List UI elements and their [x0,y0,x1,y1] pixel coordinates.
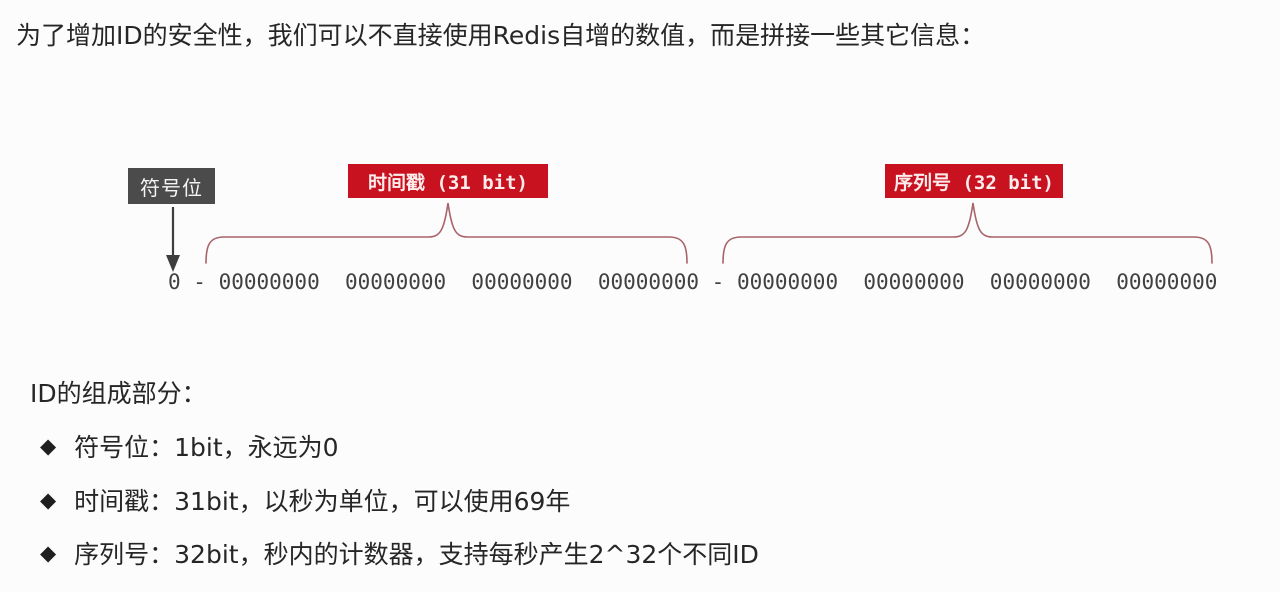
sequence-brace [722,202,1213,264]
down-arrow-icon [166,207,180,272]
intro-text: 为了增加ID的安全性，我们可以不直接使用Redis自增的数值，而是拼接一些其它信… [16,21,986,50]
composition-title: ID的组成部分： [30,379,207,408]
bullet-text: 符号位：1bit，永远为0 [74,433,339,462]
sign-bit-label: 符号位 [128,168,215,204]
list-item-timestamp: ◆ 时间戳：31bit，以秒为单位，可以使用69年 [40,483,570,517]
bullet-text: 序列号：32bit，秒内的计数器，支持每秒产生2^32个不同ID [74,540,759,569]
bullet-text: 时间戳：31bit，以秒为单位，可以使用69年 [74,487,571,516]
bullet-diamond-icon: ◆ [40,540,57,565]
sequence-label: 序列号 (32 bit) [885,164,1063,198]
bullet-diamond-icon: ◆ [40,487,57,512]
timestamp-brace [205,202,688,264]
binary-string: 0 - 00000000 00000000 00000000 00000000 … [168,270,1218,294]
list-item-sequence: ◆ 序列号：32bit，秒内的计数器，支持每秒产生2^32个不同ID [40,536,759,570]
bullet-diamond-icon: ◆ [40,433,57,458]
timestamp-label: 时间戳 (31 bit) [348,164,548,198]
list-item-sign-bit: ◆ 符号位：1bit，永远为0 [40,429,339,463]
